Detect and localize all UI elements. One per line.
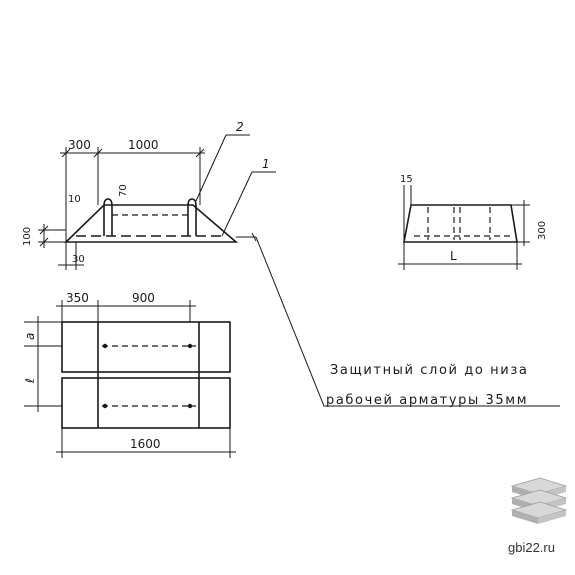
plan-loop-mark xyxy=(102,403,108,409)
watermark-logo: gbi22.ru xyxy=(508,477,568,555)
note-line-1: Защитный слой до низа xyxy=(330,363,528,378)
watermark-text: gbi22.ru xyxy=(508,540,555,555)
elevation-outline xyxy=(64,204,239,243)
lifting-loop-right xyxy=(187,198,197,236)
plan-block-bottom xyxy=(61,377,231,429)
cover-note: Защитный слой до низа рабочей арматуры 3… xyxy=(326,363,528,408)
dim-100-label: 100 xyxy=(22,227,33,246)
plan-loop-mark xyxy=(187,403,193,409)
note-line-2: рабочей арматуры 35мм xyxy=(326,393,528,408)
plan-loop-mark xyxy=(187,343,193,349)
cover-leader xyxy=(255,236,560,407)
dim-15-label: 15 xyxy=(400,174,413,185)
section-view: 15 300 L xyxy=(398,174,548,270)
dim-300-label: 300 xyxy=(537,221,548,240)
dim-70-label: 70 xyxy=(118,184,129,197)
cover-tick xyxy=(251,232,257,242)
plan-view: 350 900 1600 a ℓ xyxy=(23,291,236,458)
leader-1 xyxy=(221,171,253,237)
stacked-slabs-icon xyxy=(510,477,568,524)
tick xyxy=(93,148,103,158)
tick xyxy=(61,148,71,158)
dim-1000-label: 1000 xyxy=(128,138,159,152)
dim-350-label: 350 xyxy=(66,291,89,305)
plan-block-top xyxy=(61,321,231,373)
dim-10-label: 10 xyxy=(68,194,81,205)
leader-2 xyxy=(195,134,227,202)
tick xyxy=(39,237,49,247)
dim-a-label: a xyxy=(23,333,37,340)
dim-L-label: L xyxy=(450,249,457,263)
tick xyxy=(195,148,205,158)
dim-30-label: 30 xyxy=(72,254,85,265)
elevation-view: 300 1000 10 70 100 30 2 1 xyxy=(22,120,560,407)
callout-2-label: 2 xyxy=(236,120,244,134)
tick xyxy=(39,225,49,235)
callout-1-label: 1 xyxy=(262,157,270,171)
dim-900-label: 900 xyxy=(132,291,155,305)
dim-l-label: ℓ xyxy=(23,378,37,384)
plan-loop-mark xyxy=(102,343,108,349)
dim-300-label: 300 xyxy=(68,138,91,152)
dim-1600-label: 1600 xyxy=(130,437,161,451)
lifting-loop-left xyxy=(103,198,113,236)
